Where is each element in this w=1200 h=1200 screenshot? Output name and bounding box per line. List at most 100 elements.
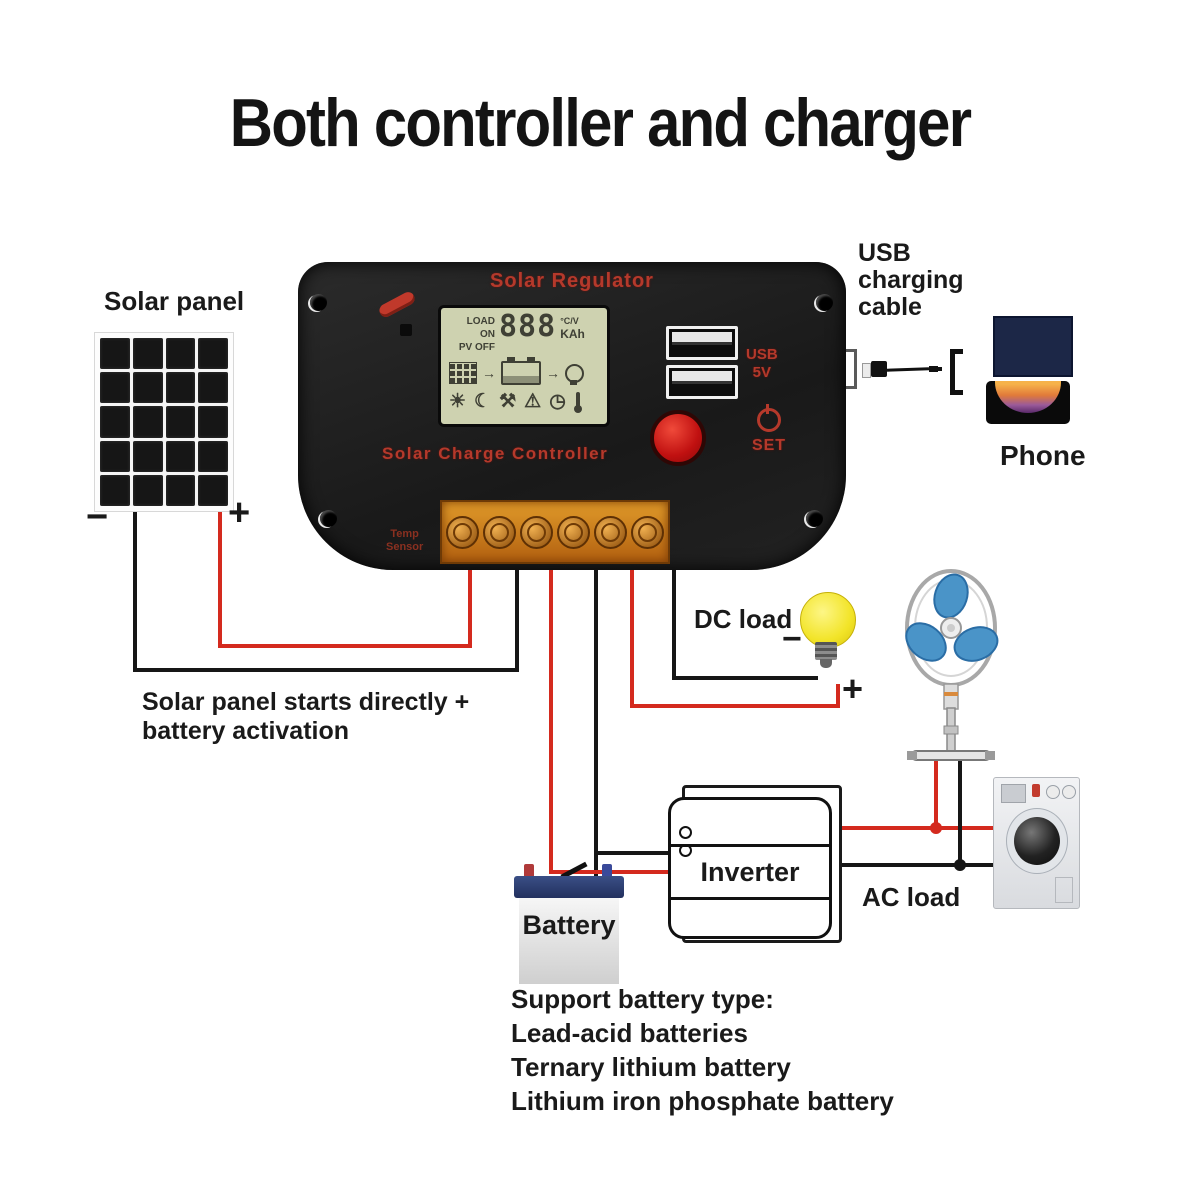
- terminal-screw[interactable]: [631, 515, 664, 549]
- wire-pv-negative: [133, 512, 137, 672]
- battery-terminal-negative: [602, 864, 612, 878]
- lcd-pv-off: PV OFF: [458, 342, 495, 353]
- wire-pv-negative: [515, 566, 519, 672]
- usb-cord-tip-icon: [929, 366, 938, 372]
- phone-body-icon: [986, 381, 1070, 424]
- solar-cell: [165, 372, 196, 404]
- washer-logo: [1032, 784, 1040, 797]
- wire-ac-neutral: [836, 863, 997, 867]
- usb-port-a[interactable]: [666, 326, 738, 360]
- battery-icon: [501, 357, 541, 385]
- wire-fan-neutral: [958, 756, 962, 867]
- usb-plug-body-icon: [871, 361, 887, 377]
- inverter-port-icon: [679, 826, 692, 839]
- wire-battery-negative: [594, 851, 674, 855]
- battery-type-item: Lead-acid batteries: [511, 1018, 748, 1048]
- wrench-icon: ⚒: [499, 391, 517, 412]
- solar-cell: [198, 406, 228, 438]
- lcd-readout-row: LOAD ON PV OFF 888 °C/V KAh: [449, 309, 601, 354]
- usb-plug-icon: [862, 363, 871, 378]
- bulb-icon: [800, 592, 856, 648]
- solar-cell: [198, 440, 228, 472]
- thermometer-icon: [573, 392, 582, 413]
- washer-door: [1014, 817, 1060, 865]
- solar-cell: [132, 406, 163, 438]
- red-indicator-sticker: [377, 289, 417, 320]
- solar-cell: [132, 338, 163, 370]
- terminal-screw[interactable]: [483, 515, 516, 549]
- temp-sensor-label: Temp Sensor: [386, 528, 424, 553]
- terminal-screw[interactable]: [446, 515, 479, 549]
- battery-label: Battery: [522, 910, 616, 940]
- power-icon: [757, 404, 781, 432]
- screw-hole-icon: [806, 510, 823, 527]
- controller-name-label: Solar Charge Controller: [382, 444, 609, 463]
- solar-cell: [165, 474, 196, 506]
- washer-detail: [1055, 877, 1073, 903]
- wire-junction-dot: [930, 822, 942, 834]
- pv-array-icon: [449, 362, 477, 384]
- solar-panel-icon: [94, 332, 234, 512]
- usb-tongue: [672, 332, 732, 342]
- wire-dcload-positive: [630, 704, 840, 708]
- inverter-label: Inverter: [700, 856, 800, 887]
- wire-pv-positive: [218, 644, 472, 648]
- usb-cord-tip-icon: [938, 367, 942, 371]
- solar-panel-grid: [100, 338, 228, 506]
- solar-cell: [100, 474, 130, 506]
- ac-load-label: AC load: [862, 882, 961, 912]
- charge-controller: Solar Regulator LOAD ON PV OFF 888 °C/V …: [298, 262, 846, 570]
- screw-hole-icon: [320, 510, 337, 527]
- arrow-right-icon: →: [546, 365, 560, 381]
- wire-dcload-negative: [672, 566, 676, 680]
- solar-cell: [198, 474, 228, 506]
- usb-port-b[interactable]: [666, 365, 738, 399]
- pv-start-note: Solar panel starts directly + battery ac…: [142, 688, 470, 745]
- solar-cell: [165, 406, 196, 438]
- clock-icon: ◷: [549, 391, 566, 412]
- terminal-screw[interactable]: [557, 515, 590, 549]
- washer-door-ring: [1006, 808, 1068, 874]
- solar-cell: [165, 338, 196, 370]
- lcd-load-on: LOAD ON: [466, 316, 495, 340]
- controller-top-label: Solar Regulator: [490, 270, 654, 292]
- terminal-screw[interactable]: [520, 515, 553, 549]
- usb-5v-label: USB 5V: [746, 346, 778, 381]
- battery: Battery: [514, 861, 624, 986]
- phone-screen-icon: [993, 316, 1073, 377]
- wire-fan-live: [934, 756, 938, 830]
- lcd-digits: 888: [499, 309, 557, 344]
- solar-panel-plus-sign: +: [228, 492, 251, 534]
- usb-ports[interactable]: [666, 326, 738, 404]
- phone-label: Phone: [1000, 440, 1086, 471]
- wire-battery-positive: [549, 566, 553, 874]
- lcd-units: °C/V KAh: [560, 315, 585, 341]
- battery-type-item: Lithium iron phosphate battery: [511, 1086, 894, 1116]
- battery-body: Battery: [519, 898, 619, 984]
- terminal-screw[interactable]: [594, 515, 627, 549]
- dc-load-plus-sign: +: [842, 668, 864, 709]
- lcd-flow-row: → →: [449, 357, 601, 385]
- inverter-label-band: Inverter: [668, 844, 832, 900]
- inverter: Inverter: [668, 797, 832, 939]
- screw-hole-icon: [310, 294, 327, 311]
- set-control: SET: [744, 404, 794, 455]
- bulb-base-icon: [815, 642, 837, 660]
- solar-cell: [198, 372, 228, 404]
- page-title: Both controller and charger: [229, 85, 972, 161]
- solar-cell: [165, 440, 196, 472]
- wire-ac-live: [836, 826, 997, 830]
- set-button[interactable]: [650, 410, 706, 466]
- wire-pv-positive: [218, 512, 222, 648]
- solar-cell: [198, 338, 228, 370]
- wire-dcload-positive: [630, 566, 634, 708]
- dc-load-minus-sign: −: [782, 620, 802, 658]
- usb-cable-label: USB charging cable: [858, 239, 964, 321]
- led-dot-icon: [400, 324, 412, 336]
- usb-callout-line: [854, 349, 857, 389]
- sun-icon: ☀: [449, 391, 467, 412]
- phone-wallpaper-glow: [995, 381, 1061, 413]
- solar-cell: [100, 440, 130, 472]
- lcd-unit-cv: °C/V: [560, 316, 579, 326]
- lcd-mode-icons-row: ☀ ☾ ⚒ ⚠ ◷: [449, 390, 601, 413]
